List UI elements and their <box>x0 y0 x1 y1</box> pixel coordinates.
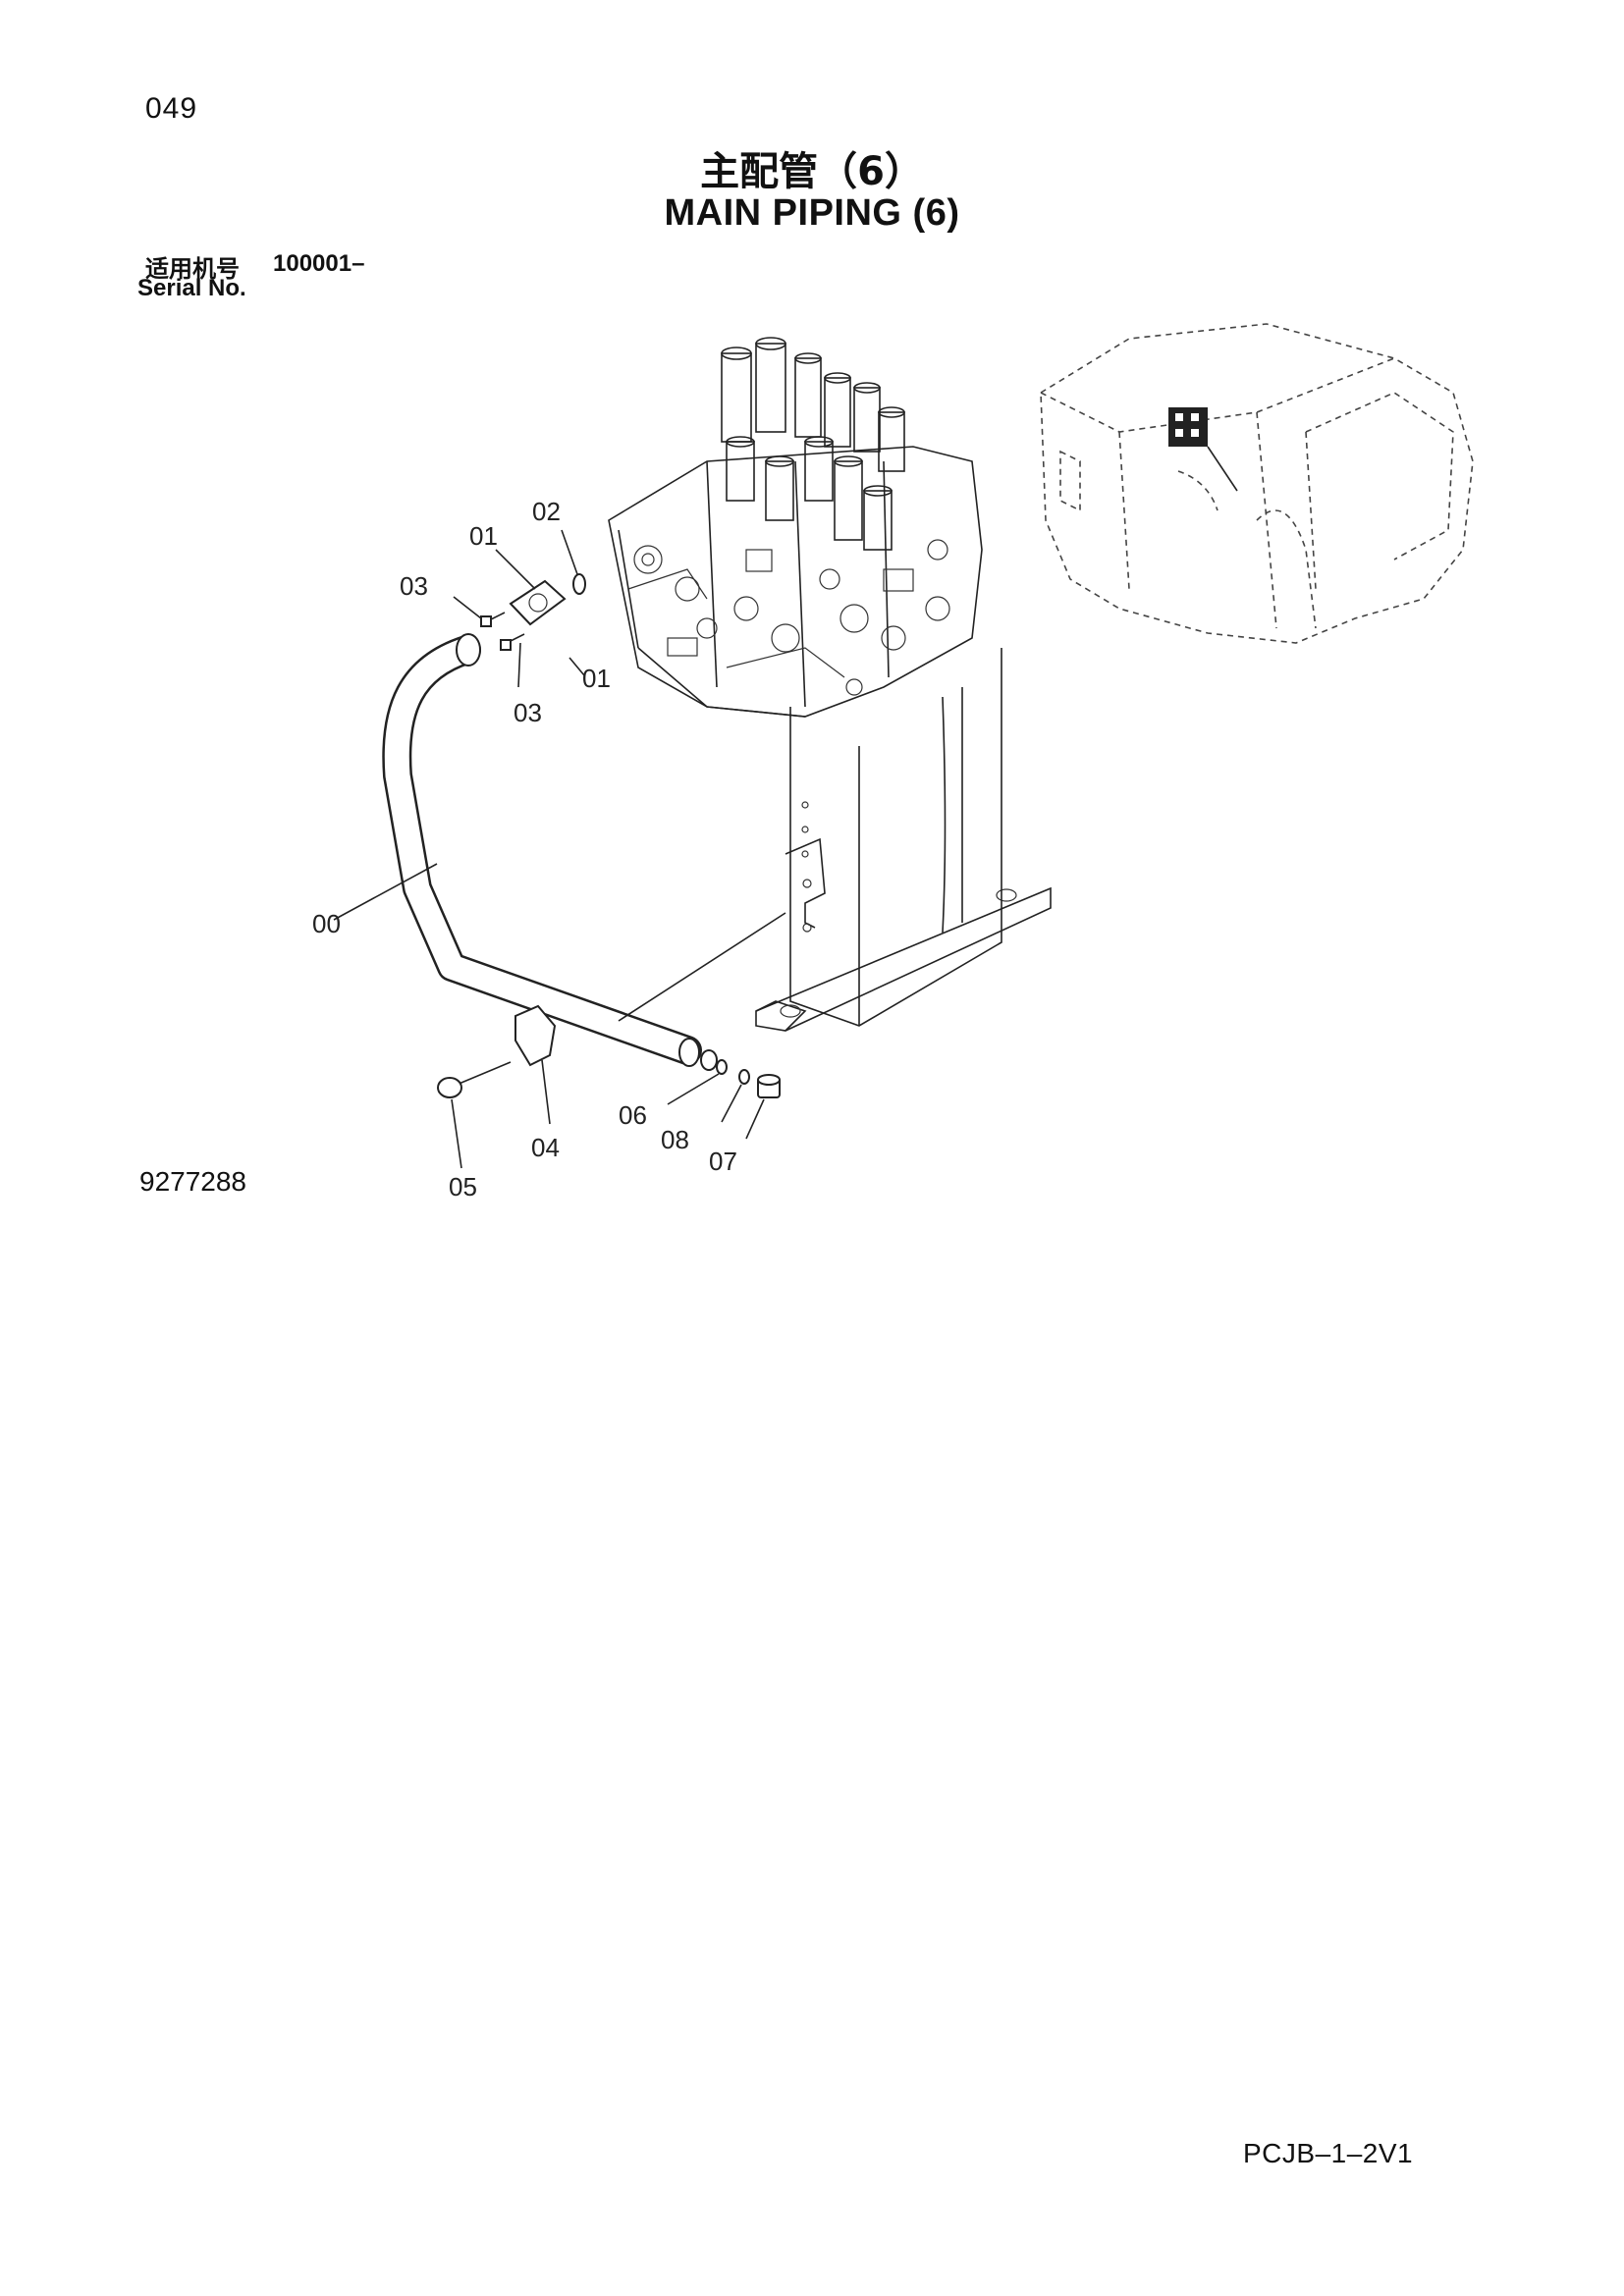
o-ring-part-06 <box>716 1059 728 1075</box>
page-number: 049 <box>145 92 198 125</box>
callout-01-upper: 01 <box>469 521 498 551</box>
o-ring-part-08 <box>738 1069 750 1085</box>
pipe-center-line <box>618 912 786 1022</box>
bolt-part-03-upper <box>480 612 506 627</box>
callout-08: 08 <box>661 1125 689 1154</box>
machine-location-inset <box>1040 323 1474 644</box>
drawing-number: 9277288 <box>139 1166 247 1197</box>
o-ring-part-02 <box>572 573 586 595</box>
flange-part-01 <box>509 579 567 626</box>
serial-range: 100001– <box>273 250 365 277</box>
callout-06: 06 <box>619 1100 647 1130</box>
callout-00: 00 <box>312 909 341 938</box>
callout-03-lower: 03 <box>514 698 542 727</box>
plug-part-07 <box>757 1074 781 1098</box>
page-title-english: MAIN PIPING (6) <box>664 192 960 234</box>
serial-label-english: Serial No. <box>137 275 246 301</box>
callout-01-lower: 01 <box>582 664 611 693</box>
bolt-part-05 <box>437 1061 512 1098</box>
callout-leaders <box>333 529 765 1169</box>
callout-04: 04 <box>531 1133 560 1162</box>
serial-label-chinese: 适用机号 <box>145 255 240 283</box>
pipe-part-00 <box>382 633 718 1071</box>
callout-07: 07 <box>709 1147 737 1176</box>
control-valve-drawing <box>608 337 1052 1032</box>
document-code: PCJB–1–2V1 <box>1243 2138 1414 2168</box>
page-title-chinese: 主配管（6） <box>700 149 924 194</box>
callout-02: 02 <box>532 497 561 526</box>
callout-03-upper: 03 <box>400 571 428 601</box>
callout-labels: 00 01 01 02 03 03 04 05 06 07 08 <box>312 497 737 1201</box>
bolt-part-03-lower <box>500 633 525 651</box>
clamp-part-04 <box>514 1004 557 1067</box>
callout-05: 05 <box>449 1172 477 1201</box>
